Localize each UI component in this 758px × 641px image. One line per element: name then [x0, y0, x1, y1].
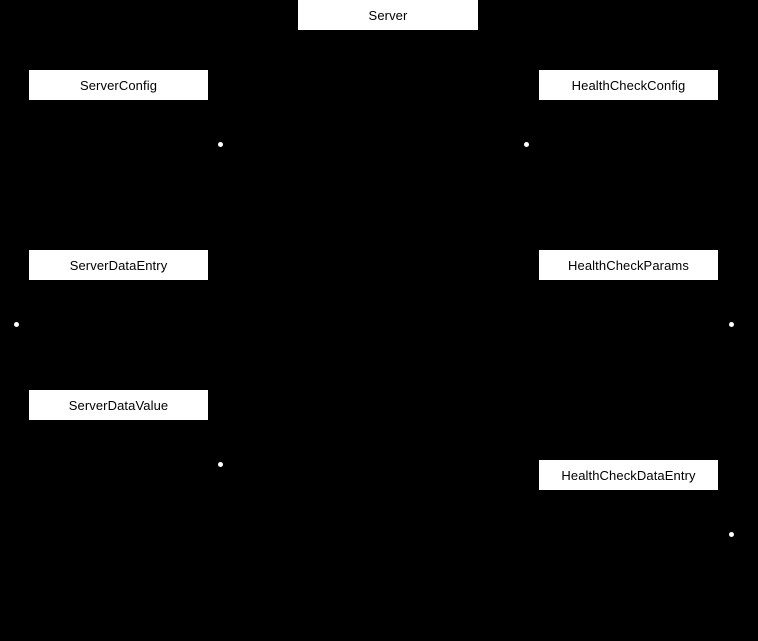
class-node-health-check-config[interactable]: HealthCheckConfig [539, 70, 718, 100]
relationship-marker-marker-6 [729, 532, 734, 537]
class-node-label: HealthCheckParams [568, 257, 689, 273]
class-node-label: ServerConfig [79, 77, 158, 93]
class-node-label: Server [368, 7, 408, 23]
class-node-label: HealthCheckConfig [571, 77, 686, 93]
class-node-server-data-entry[interactable]: ServerDataEntry [29, 250, 208, 280]
class-node-server-config[interactable]: ServerConfig [29, 70, 208, 100]
relationship-marker-marker-5 [218, 462, 223, 467]
class-node-label: HealthCheckDataEntry [561, 467, 696, 483]
class-node-label: ServerDataEntry [69, 257, 168, 273]
relationship-marker-marker-4 [729, 322, 734, 327]
class-node-server[interactable]: Server [298, 0, 478, 30]
relationship-marker-marker-3 [14, 322, 19, 327]
class-node-health-check-params[interactable]: HealthCheckParams [539, 250, 718, 280]
relationship-marker-marker-2 [524, 142, 529, 147]
class-node-server-data-value[interactable]: ServerDataValue [29, 390, 208, 420]
class-node-label: ServerDataValue [68, 397, 169, 413]
relationship-marker-marker-1 [218, 142, 223, 147]
class-node-health-check-data-entry[interactable]: HealthCheckDataEntry [539, 460, 718, 490]
